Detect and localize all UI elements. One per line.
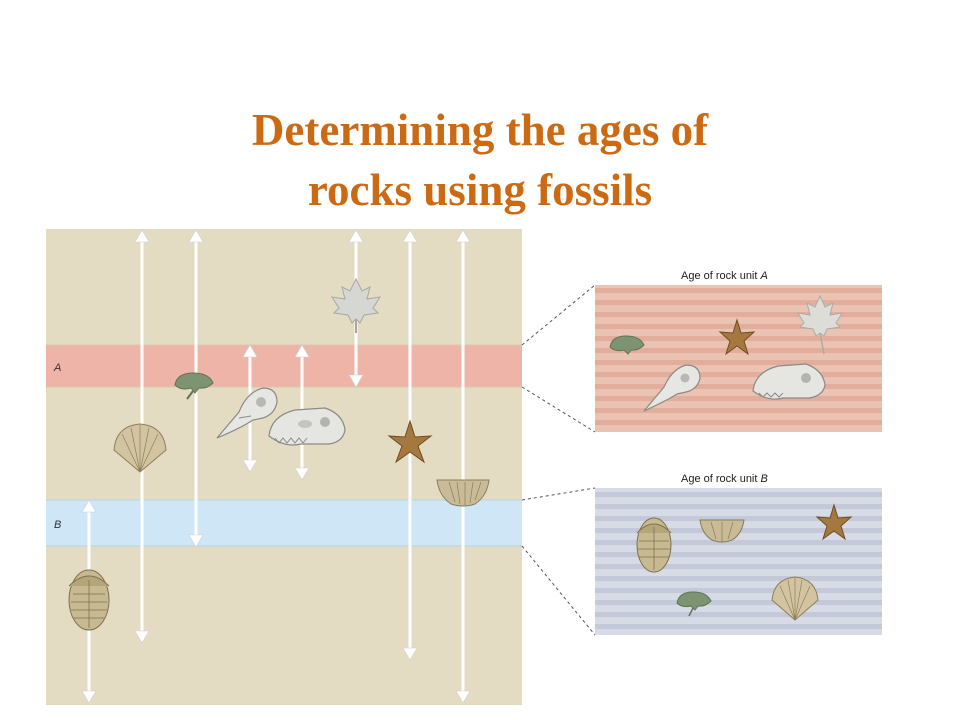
brachiopod-icon <box>436 479 490 507</box>
inset-b-panel <box>595 488 882 635</box>
connector-a-top <box>521 284 596 346</box>
inset-rock-unit-b: Age of rock unit B <box>595 473 882 635</box>
inset-b-scallop-shell-icon <box>771 576 819 621</box>
connector-a-bottom <box>521 386 596 433</box>
starfish-icon <box>387 419 433 464</box>
rock-unit-a-band <box>46 345 522 387</box>
rock-background <box>46 229 522 705</box>
rock-column: A B <box>46 229 522 705</box>
unit-a-label: A <box>53 362 61 374</box>
connector-b-top <box>521 487 596 501</box>
inset-b-label: Age of rock unit B <box>681 473 768 485</box>
inset-b-starfish-icon <box>815 503 853 541</box>
bird-skull-icon <box>216 387 278 439</box>
connector-lines <box>521 284 596 636</box>
title-line-1: Determining the ages of <box>251 105 709 155</box>
inset-a-starfish-icon <box>718 318 756 356</box>
inset-b-brachiopod-icon <box>699 519 745 543</box>
scallop-shell-icon <box>113 423 167 473</box>
inset-a-label: Age of rock unit A <box>681 270 768 282</box>
maple-leaf-icon <box>330 277 382 333</box>
inset-a-ginkgo-icon <box>609 335 645 355</box>
title-line-2: rocks using fossils <box>307 165 653 215</box>
ginkgo-leaf-icon <box>174 372 214 400</box>
connector-b-bottom <box>521 545 596 636</box>
rock-unit-b-band <box>46 500 522 546</box>
inset-b-ginkgo-icon <box>676 591 712 617</box>
inset-a-dinosaur-skull-icon <box>752 363 826 400</box>
inset-b-trilobite-icon <box>636 517 672 573</box>
inset-a-bird-skull-icon <box>643 364 701 412</box>
inset-rock-unit-a: Age of rock unit A <box>595 270 882 432</box>
unit-b-label: B <box>54 519 61 531</box>
page-title: Determining the ages of rocks using foss… <box>0 100 960 220</box>
inset-a-maple-leaf-icon <box>797 294 843 355</box>
dinosaur-skull-icon <box>268 407 346 446</box>
inset-a-panel <box>595 285 882 432</box>
range-arrow-brachiopod <box>455 229 471 704</box>
trilobite-icon <box>68 569 110 631</box>
